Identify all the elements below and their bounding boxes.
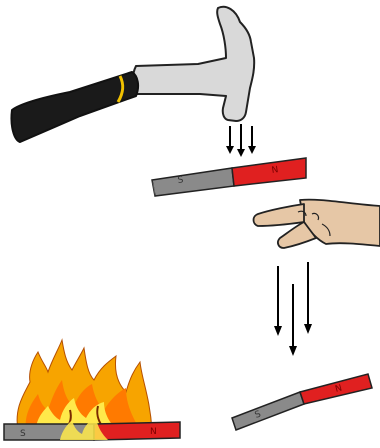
down-arrow-icon bbox=[237, 124, 245, 157]
north-pole-label: N bbox=[271, 165, 279, 176]
hammer-icon bbox=[11, 7, 254, 142]
down-arrow-icon bbox=[289, 284, 297, 356]
fire-icon bbox=[17, 340, 152, 430]
magnet-bottom-right: S N bbox=[232, 374, 372, 430]
down-arrow-icon bbox=[226, 126, 234, 154]
hammer-strike-arrows bbox=[226, 124, 256, 157]
down-arrow-icon bbox=[304, 262, 312, 334]
magnet-top: S N bbox=[152, 158, 306, 196]
south-pole-label: S bbox=[20, 429, 26, 439]
down-arrow-icon bbox=[274, 266, 282, 336]
north-pole-label: N bbox=[150, 427, 157, 437]
hand-icon bbox=[254, 200, 380, 248]
down-arrow-icon bbox=[248, 126, 256, 154]
drop-arrows bbox=[274, 262, 312, 356]
